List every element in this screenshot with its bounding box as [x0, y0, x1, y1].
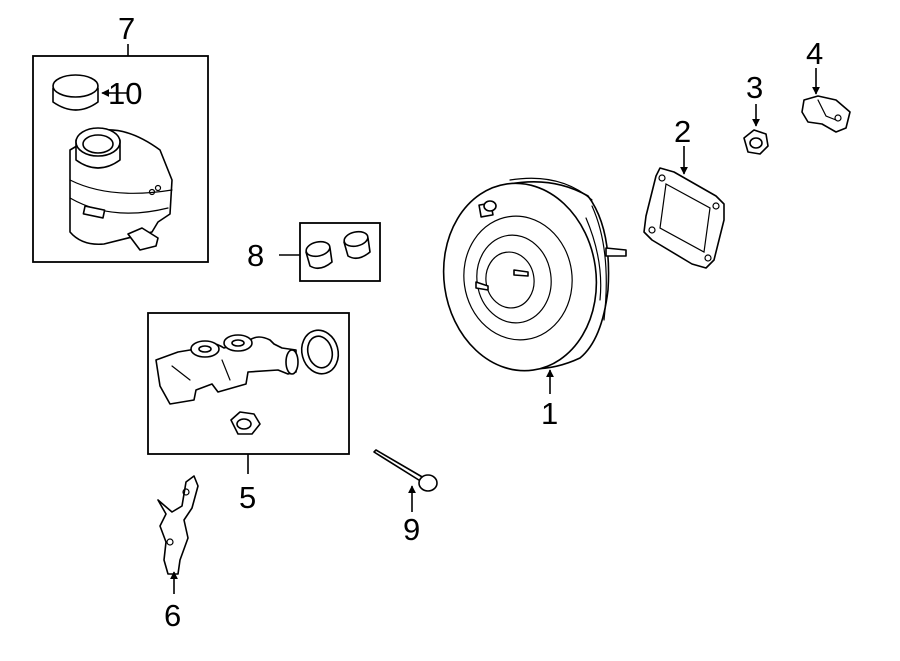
callout-10: 10 [108, 76, 142, 111]
part-2-gasket: 2 [643, 114, 725, 269]
part-6-bracket: 6 [157, 475, 199, 633]
callout-3: 3 [746, 70, 763, 105]
reservoir-body [69, 127, 173, 251]
callout-8: 8 [247, 238, 264, 273]
seals-box [299, 222, 381, 282]
part-group-5-master-cylinder: 5 [147, 312, 350, 515]
master-cylinder [155, 334, 299, 405]
master-cylinder-nut [230, 411, 261, 435]
reservoir-box [32, 55, 209, 263]
seal-right [343, 230, 371, 260]
callout-1: 1 [541, 396, 558, 431]
callout-6: 6 [164, 598, 181, 633]
callout-9: 9 [403, 512, 420, 547]
part-group-7-reservoir: 7 10 [32, 11, 209, 263]
callout-2: 2 [674, 114, 691, 149]
o-ring [300, 329, 340, 375]
part-group-8-seals: 8 [247, 222, 381, 282]
seal-left [305, 240, 333, 270]
part-4-clip: 4 [801, 36, 851, 133]
part-1-brake-booster: 1 [442, 177, 627, 431]
reservoir-cap [52, 74, 99, 111]
callout-7: 7 [118, 11, 135, 46]
callout-4: 4 [806, 36, 823, 71]
part-3-nut: 3 [743, 70, 769, 155]
callout-5: 5 [239, 480, 256, 515]
part-9-pushrod: 9 [373, 449, 438, 547]
